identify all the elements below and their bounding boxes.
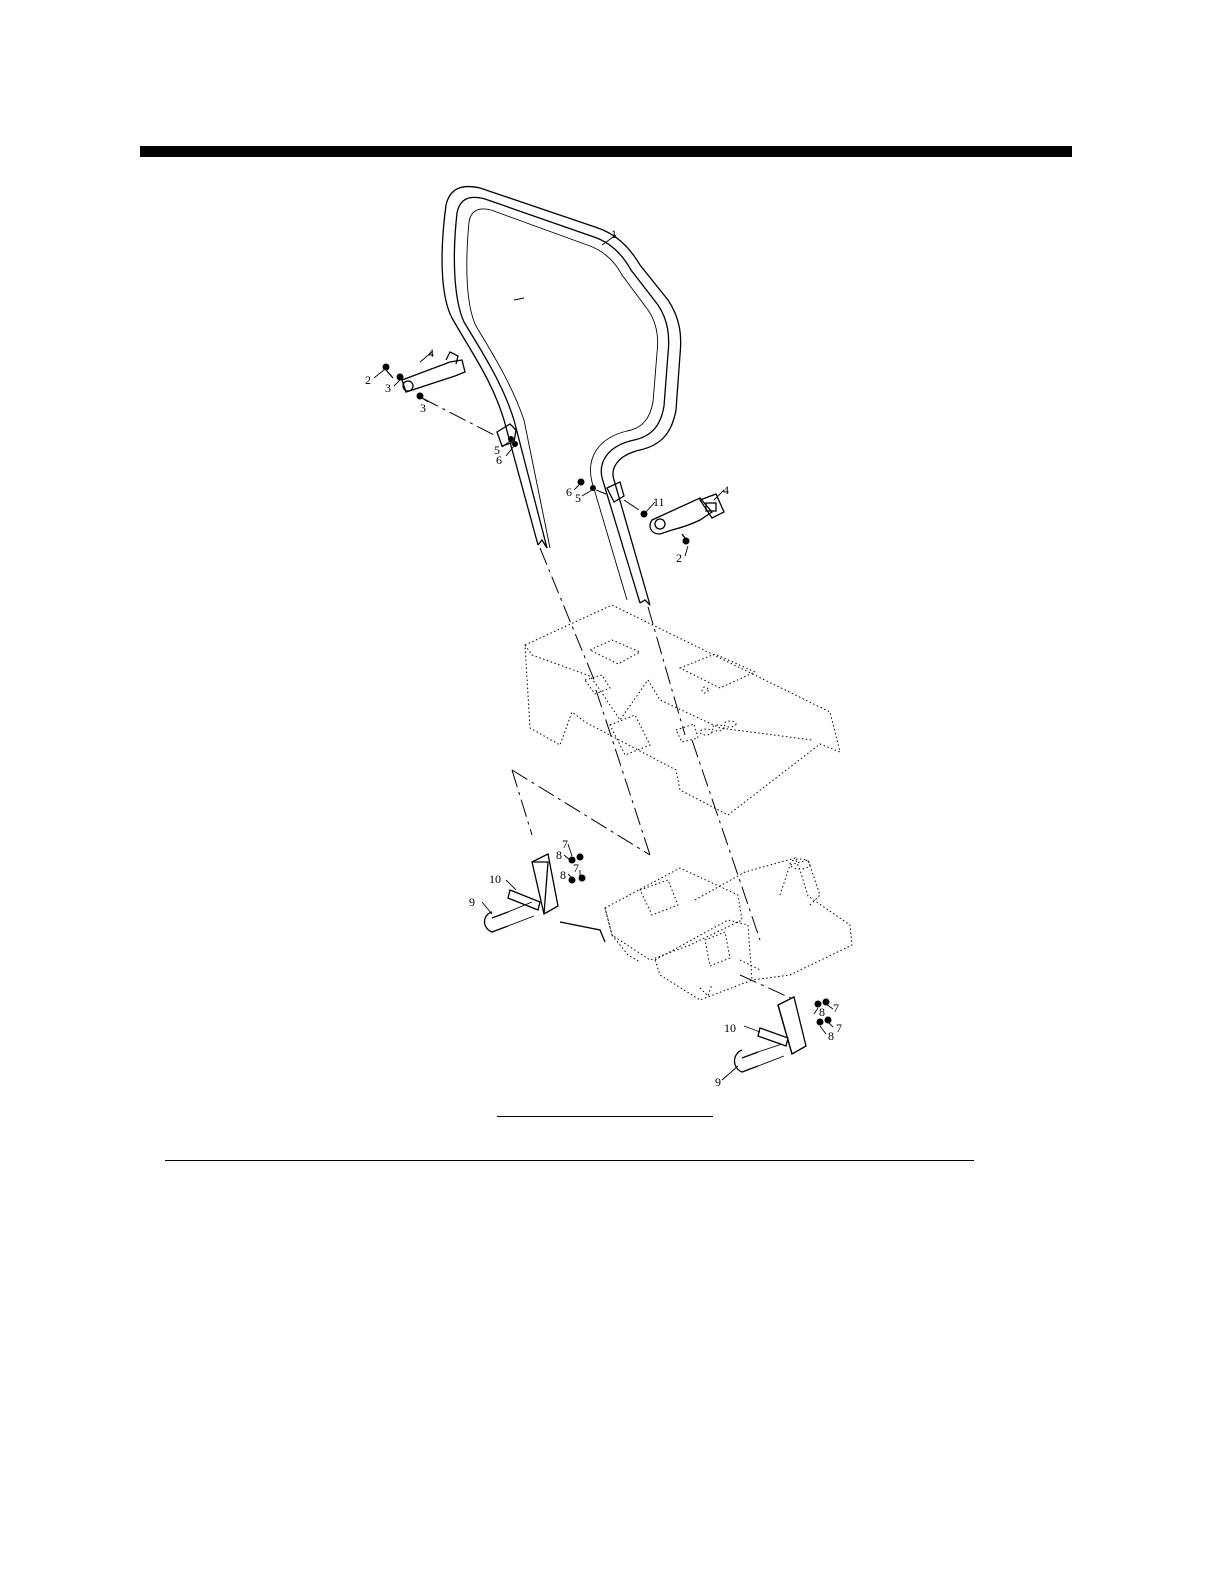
label-part-3: 3 (385, 381, 391, 395)
label-part-7: 7 (562, 837, 568, 851)
label-part-10: 10 (489, 872, 501, 886)
caption-rule (497, 1116, 713, 1117)
label-part-6: 6 (496, 453, 502, 467)
label-part-7: 7 (833, 1001, 839, 1015)
roll-bar (442, 187, 681, 605)
label-part-9: 9 (469, 895, 475, 909)
label-part-7: 7 (836, 1021, 842, 1035)
label-part-4: 4 (723, 483, 729, 497)
leader-lines (374, 235, 833, 1080)
label-part-9: 9 (715, 1075, 721, 1089)
label-part-11: 11 (653, 495, 665, 509)
footer-rule (165, 1160, 974, 1161)
label-part-5: 5 (575, 491, 581, 505)
deck-panel (525, 605, 840, 815)
frame-assembly (605, 858, 852, 1000)
left-mount-bracket (485, 854, 606, 942)
label-part-2: 2 (365, 373, 371, 387)
label-part-8: 8 (556, 848, 562, 862)
label-part-10: 10 (724, 1021, 736, 1035)
label-part-6: 6 (566, 485, 572, 499)
label-part-4: 4 (428, 346, 434, 360)
label-part-8: 8 (560, 868, 566, 882)
label-part-3: 3 (420, 401, 426, 415)
right-mount-bracket (735, 997, 832, 1072)
label-part-8: 8 (819, 1005, 825, 1019)
label-part-1: 1 (611, 227, 617, 241)
label-part-7: 7 (573, 861, 579, 875)
left-seat-belt-bracket (383, 352, 518, 447)
label-part-8: 8 (828, 1029, 834, 1043)
right-seat-belt-bracket (578, 479, 724, 544)
label-part-2: 2 (676, 551, 682, 565)
part-labels: 1 2 3 4 3 5 6 6 5 11 4 2 7 8 7 8 10 9 8 … (365, 227, 842, 1089)
